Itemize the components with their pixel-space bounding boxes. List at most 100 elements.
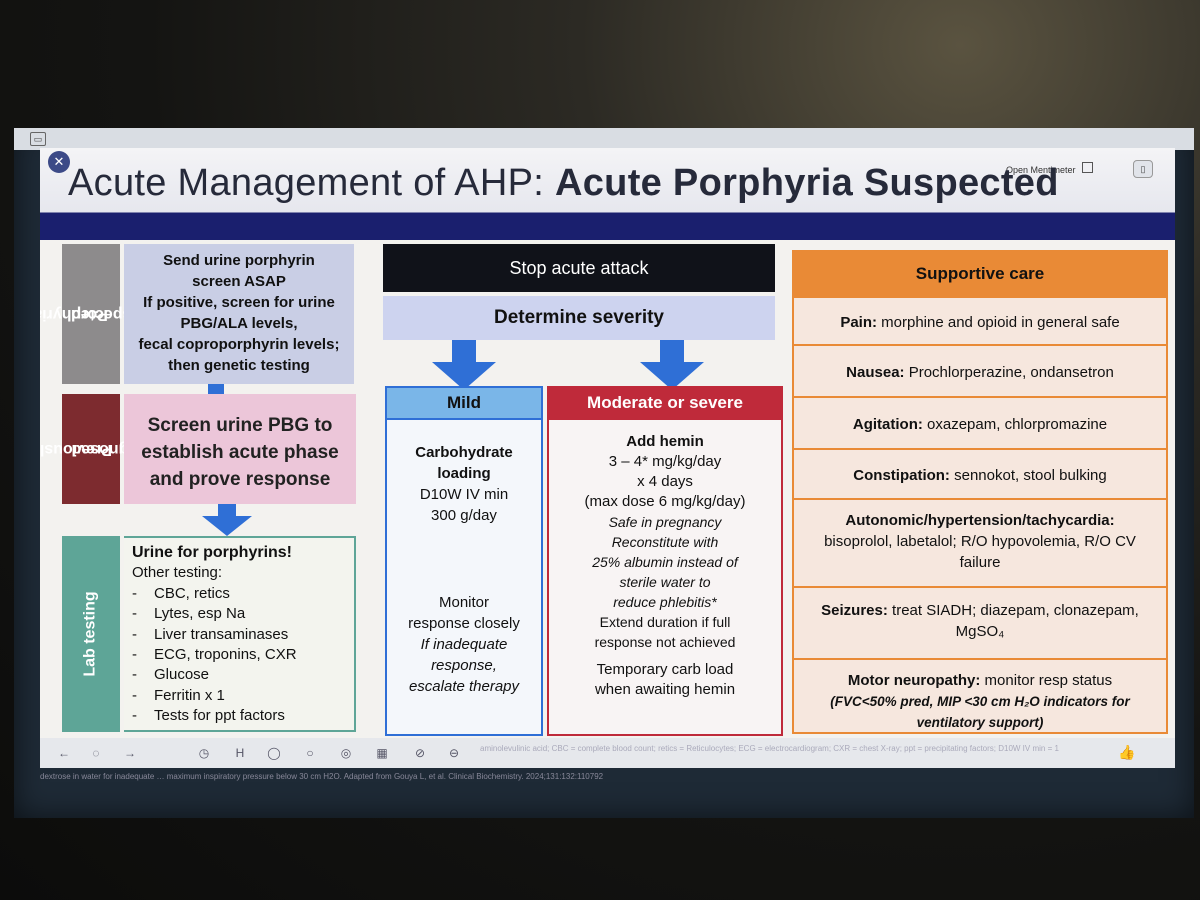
dash: - bbox=[132, 584, 137, 602]
suspected-line: screen ASAP bbox=[192, 273, 286, 290]
lock-icon[interactable]: ⊖ bbox=[448, 746, 460, 760]
dose-line: 3 – 4* mg/kg/day bbox=[608, 453, 722, 470]
mod-temp-line: Temporary carb load bbox=[596, 661, 734, 678]
item-bold: Motor neuropathy: bbox=[847, 672, 981, 689]
mild-bold-line: Carbohydrate bbox=[415, 444, 513, 461]
lab-box: Urine for porphyrins! Other testing: -CB… bbox=[124, 536, 356, 732]
dose-line: x 4 days bbox=[637, 473, 693, 490]
lab-head: Urine for porphyrins! bbox=[132, 544, 293, 561]
item-text: oxazepam, chlorpromazine bbox=[922, 416, 1108, 433]
diagnosed-line: establish acute phase bbox=[141, 442, 339, 463]
lab-sub: Other testing: bbox=[132, 564, 223, 582]
supportive-item: Nausea: Prochlorperazine, ondansetron bbox=[794, 346, 1166, 398]
forward-icon[interactable]: → bbox=[124, 746, 136, 760]
open-mentimeter-label: Open Mentimeter bbox=[1006, 165, 1076, 175]
supportive-item: Constipation: sennokot, stool bulking bbox=[794, 450, 1166, 500]
sidebar-toggle-icon[interactable]: ▭ bbox=[30, 132, 46, 146]
lab-list: -CBC, retics -Lytes, esp Na -Liver trans… bbox=[132, 584, 354, 727]
mild-monitor-line: Monitor bbox=[438, 594, 490, 611]
diagnosed-line: and prove response bbox=[149, 469, 331, 490]
item-text: morphine and opioid in general safe bbox=[877, 314, 1120, 331]
hint-icon[interactable]: ◌ bbox=[92, 746, 100, 760]
item-bold: Agitation: bbox=[852, 416, 923, 433]
back-icon[interactable]: ← bbox=[58, 746, 70, 760]
dash: - bbox=[132, 707, 137, 725]
presenter-toolbar: ← ◌ → ◷ H ◯ ○ ◎ ▦ ⊘ ⊖ aminolevulinic aci… bbox=[40, 738, 1175, 768]
panel-icon[interactable]: ▯ bbox=[1133, 160, 1153, 178]
mild-bold-line: loading bbox=[437, 465, 491, 482]
lab-testing-label: Lab testing bbox=[62, 536, 120, 732]
heading-icon[interactable]: H bbox=[235, 746, 245, 760]
mod-italic-line: Reconstitute with bbox=[611, 534, 719, 550]
mild-italic-line: escalate therapy bbox=[408, 678, 520, 695]
item-bold: Constipation: bbox=[853, 467, 950, 484]
suspected-line: then genetic testing bbox=[168, 357, 310, 374]
mild-italic-line: If inadequate bbox=[420, 636, 508, 653]
title-regular: Acute Management of AHP: bbox=[68, 162, 555, 204]
diagnosed-line: Screen urine PBG to bbox=[147, 415, 333, 436]
dose-line: (max dose 6 mg/kg/day) bbox=[584, 493, 746, 510]
lab-item: Glucose bbox=[154, 666, 210, 684]
supportive-care-header: Supportive care bbox=[792, 250, 1168, 298]
reactions-icon[interactable]: ◎ bbox=[340, 746, 352, 760]
item-bold: Seizures: bbox=[821, 602, 888, 619]
comment-icon[interactable]: ○ bbox=[306, 746, 314, 760]
item-italic: (FVC<50% pred, MIP <30 cm H₂O indicators… bbox=[830, 694, 1130, 730]
mod-italic-line: reduce phlebitis* bbox=[613, 594, 717, 610]
diagnosed-box: Screen urine PBG to establish acute phas… bbox=[124, 394, 356, 504]
item-text: sennokot, stool bulking bbox=[949, 467, 1107, 484]
title-bold: Acute Porphyria Suspected bbox=[555, 162, 1059, 204]
list-item: -CBC, retics bbox=[132, 584, 354, 604]
supportive-care-box: Pain: morphine and opioid in general saf… bbox=[792, 298, 1168, 734]
suspected-line: PBG/ALA levels, bbox=[180, 315, 298, 332]
mild-monitor-line: response closely bbox=[408, 615, 520, 632]
timer-icon[interactable]: ◷ bbox=[198, 746, 210, 760]
moderate-severe-box: Add hemin 3 – 4* mg/kg/day x 4 days (max… bbox=[547, 420, 783, 736]
mod-extend-line: Extend duration if full bbox=[599, 614, 731, 630]
lab-item: Liver transaminases bbox=[154, 625, 289, 643]
title-bar bbox=[40, 148, 1175, 240]
suspected-line: Send urine porphyrin bbox=[163, 252, 315, 269]
countdown-icon[interactable]: ◯ bbox=[267, 746, 281, 760]
hide-results-icon[interactable]: ⊘ bbox=[414, 746, 426, 760]
dash: - bbox=[132, 646, 137, 664]
previously-diagnosed-label: Previouslydiagnosed bbox=[40, 394, 151, 504]
moderate-severe-header: Moderate or severe bbox=[547, 386, 783, 420]
supportive-item: Pain: morphine and opioid in general saf… bbox=[794, 298, 1166, 346]
lab-label-text: Lab testing bbox=[82, 591, 99, 677]
item-bold: Pain: bbox=[840, 314, 877, 331]
lab-item: Lytes, esp Na bbox=[154, 605, 246, 623]
mild-line: 300 g/day bbox=[431, 507, 497, 524]
item-text: monitor resp status bbox=[980, 672, 1113, 689]
thumbs-up-icon[interactable]: 👍 bbox=[1118, 744, 1136, 760]
mild-italic-line: response, bbox=[431, 657, 497, 674]
lab-item: Tests for ppt factors bbox=[154, 707, 285, 725]
suspected-box: Send urine porphyrin screen ASAP If posi… bbox=[124, 244, 354, 384]
list-item: -ECG, troponins, CXR bbox=[132, 645, 354, 665]
lab-item: ECG, troponins, CXR bbox=[154, 646, 297, 664]
supportive-item: Autonomic/hypertension/tachycardia:bisop… bbox=[794, 500, 1166, 588]
qr-code-icon[interactable]: ▦ bbox=[376, 746, 388, 760]
supportive-item: Motor neuropathy: monitor resp status (F… bbox=[794, 660, 1166, 734]
mod-italic-line: 25% albumin instead of bbox=[592, 554, 738, 570]
list-item: -Tests for ppt factors bbox=[132, 706, 354, 726]
dash: - bbox=[132, 686, 137, 704]
connector-bar bbox=[208, 384, 224, 394]
down-arrow-icon bbox=[640, 340, 704, 390]
footnote-line-2: dextrose in water for inadequate … maxim… bbox=[40, 772, 604, 781]
list-item: -Ferritin x 1 bbox=[132, 686, 354, 706]
external-link-icon bbox=[1081, 162, 1093, 173]
mild-line: D10W IV min bbox=[419, 486, 509, 503]
supportive-item: Agitation: oxazepam, chlorpromazine bbox=[794, 398, 1166, 450]
hemin-head: Add hemin bbox=[626, 433, 704, 450]
close-icon[interactable]: ✕ bbox=[48, 151, 70, 173]
mod-extend-line: response not achieved bbox=[594, 634, 736, 650]
open-mentimeter-link[interactable]: Open Mentimeter bbox=[1006, 162, 1093, 175]
mod-temp-line: when awaiting hemin bbox=[594, 681, 736, 698]
item-bold: Nausea: bbox=[846, 364, 905, 381]
suspected-line: fecal coproporphyrin levels; bbox=[138, 336, 340, 353]
dash: - bbox=[132, 625, 137, 643]
item-text: bisoprolol, labetalol; R/O hypovolemia, … bbox=[824, 533, 1136, 571]
mild-box: Carbohydrate loading D10W IV min 300 g/d… bbox=[385, 420, 543, 736]
